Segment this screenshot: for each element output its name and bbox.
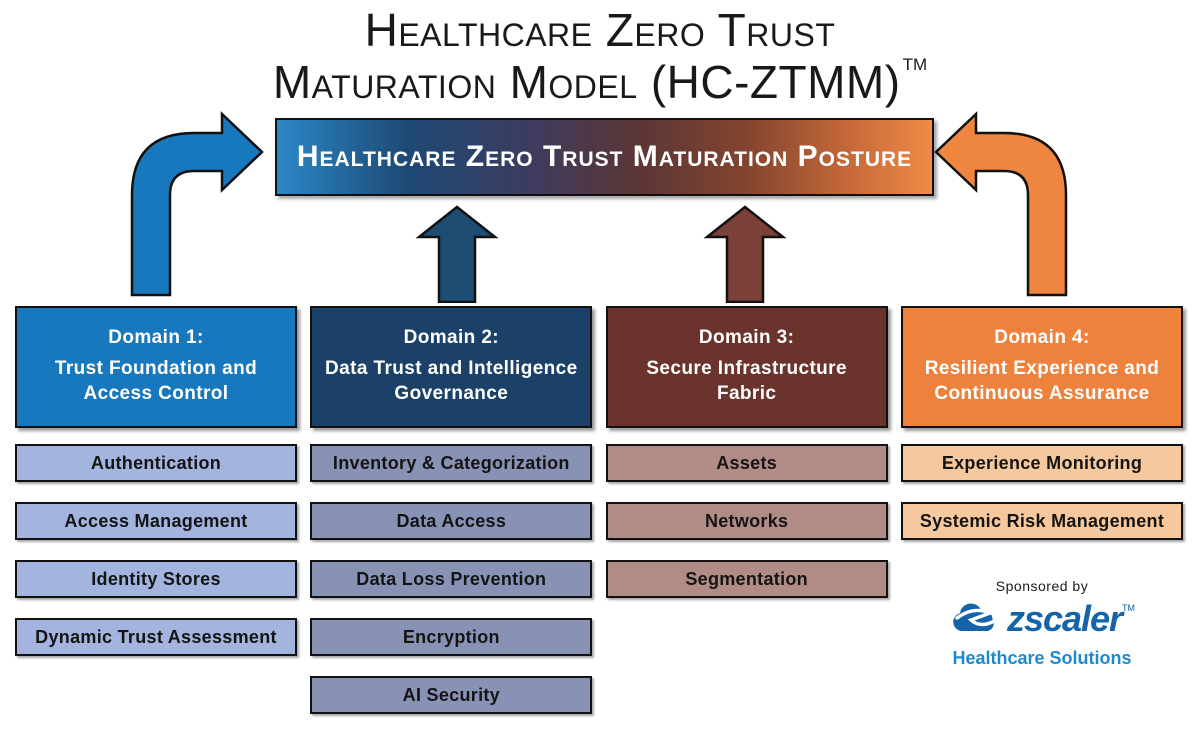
banner-label: Healthcare Zero Trust Maturation Posture <box>296 140 913 173</box>
elbow-arrow-blue-shape <box>130 111 264 297</box>
zscaler-cloud-icon <box>953 603 998 631</box>
domain-item: Identity Stores <box>15 560 297 598</box>
maturation-posture-banner: Healthcare Zero Trust Maturation Posture <box>275 118 934 196</box>
domain-column: Domain 3: Secure Infrastructure Fabric A… <box>605 306 888 731</box>
domain-item: Encryption <box>310 618 593 656</box>
trademark-symbol: TM <box>902 54 928 74</box>
domain-column: Domain 1: Trust Foundation and Access Co… <box>15 306 297 731</box>
elbow-arrow-blue-icon <box>130 111 264 297</box>
domain-title: Domain 2: <box>403 327 500 349</box>
zscaler-trademark: TM <box>1122 603 1136 613</box>
domain-subtitle: Data Trust and Intelligence Governance <box>325 358 578 404</box>
domain-subtitle: Trust Foundation and Access Control <box>54 358 258 404</box>
sponsor-tagline: Healthcare Solutions <box>952 648 1132 668</box>
domain-item: Segmentation <box>605 560 888 598</box>
straight-arrow-navy-shape <box>415 205 499 303</box>
domains-grid: Domain 1: Trust Foundation and Access Co… <box>15 306 1183 731</box>
sponsored-by-label: Sponsored by <box>995 578 1089 594</box>
elbow-arrow-orange-shape <box>934 111 1068 297</box>
domain-item: Networks <box>605 502 888 540</box>
domain-item: Access Management <box>15 502 297 540</box>
page-title: Healthcare Zero Trust Maturation Model (… <box>0 4 1200 108</box>
domain-subtitle: Secure Infrastructure Fabric <box>646 358 847 404</box>
elbow-arrow-orange-icon <box>934 111 1068 297</box>
domain-header: Domain 3: Secure Infrastructure Fabric <box>605 306 888 428</box>
zscaler-logo: zscalerTM <box>949 598 1135 640</box>
sponsor-block: Sponsored by zscalerTM Healthcare Soluti… <box>901 578 1183 669</box>
domain-item: Data Access <box>310 502 593 540</box>
domain-title: Domain 1: <box>108 327 204 349</box>
domain-item: Experience Monitoring <box>900 444 1183 482</box>
domain-item: Systemic Risk Management <box>900 502 1183 540</box>
domain-subtitle: Resilient Experience and Continuous Assu… <box>924 358 1160 404</box>
domain-header: Domain 4: Resilient Experience and Conti… <box>900 306 1183 428</box>
domain-column: Domain 4: Resilient Experience and Conti… <box>900 306 1183 731</box>
domain-header: Domain 2: Data Trust and Intelligence Go… <box>310 306 593 428</box>
zscaler-swoosh-shape <box>955 608 998 627</box>
straight-arrow-maroon-shape <box>703 205 787 303</box>
straight-arrow-navy-icon <box>415 205 499 303</box>
domain-item: Assets <box>605 444 888 482</box>
domain-column: Domain 2: Data Trust and Intelligence Go… <box>310 306 593 731</box>
domain-item: Inventory & Categorization <box>310 444 593 482</box>
page-title-line1: Healthcare Zero Trust <box>364 4 836 56</box>
domain-title: Domain 3: <box>698 327 795 349</box>
zscaler-wordmark: zscalerTM <box>1006 598 1136 639</box>
domain-title: Domain 4: <box>994 327 1090 349</box>
domain-item: Dynamic Trust Assessment <box>15 618 297 656</box>
domain-item: AI Security <box>310 676 593 714</box>
domain-header: Domain 1: Trust Foundation and Access Co… <box>15 306 297 428</box>
domain-item: Data Loss Prevention <box>310 560 593 598</box>
page-title-line2: Maturation Model (HC-ZTMM)TM <box>272 54 928 108</box>
domain-item: Authentication <box>15 444 297 482</box>
straight-arrow-maroon-icon <box>703 205 787 303</box>
